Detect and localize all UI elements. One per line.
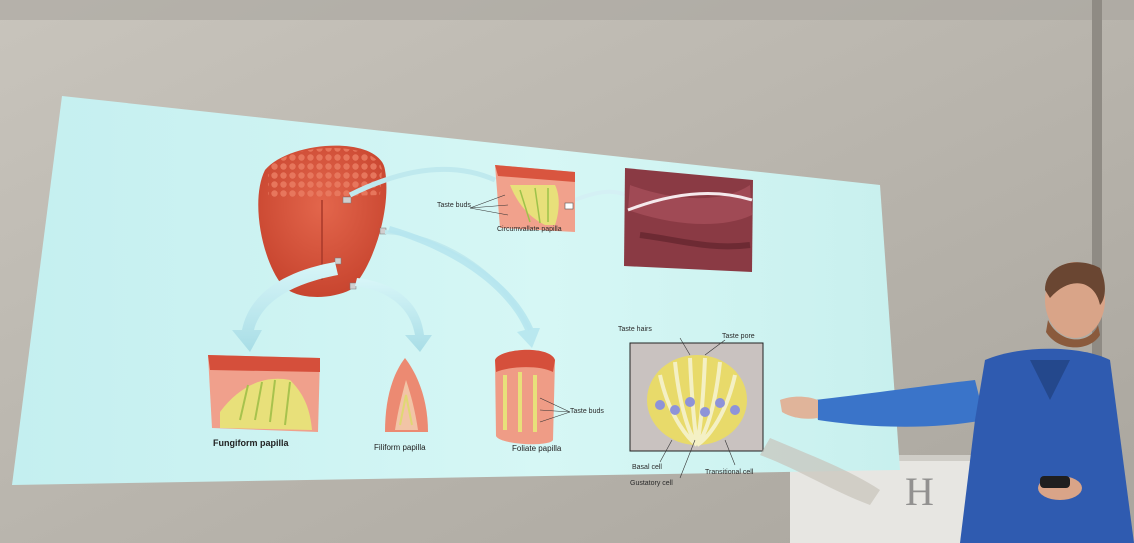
circumvallate-papilla-illustration — [495, 165, 575, 232]
label-taste-buds-top: Taste buds — [437, 202, 471, 209]
label-circumvallate-papilla: Circumvallate papilla — [497, 226, 562, 233]
label-taste-pore: Taste pore — [722, 333, 755, 340]
micrograph-image — [624, 168, 753, 272]
label-filiform-papilla: Filiform papilla — [374, 443, 426, 452]
label-foliate-papilla: Foliate papilla — [512, 444, 561, 453]
label-taste-buds-side: Taste buds — [570, 408, 604, 415]
taste-bud-detail-illustration — [630, 343, 763, 451]
label-fungiform-papilla: Fungiform papilla — [213, 438, 289, 448]
label-basal-cell: Basal cell — [632, 464, 662, 471]
label-taste-hairs: Taste hairs — [618, 326, 652, 333]
foliate-papilla-illustration — [495, 350, 555, 444]
whiteboard-marks: H — [905, 469, 934, 514]
label-gustatory-cell: Gustatory cell — [630, 480, 673, 487]
fungiform-papilla-illustration — [208, 355, 320, 432]
ceiling-shadow — [0, 0, 1134, 20]
label-transitional-cell: Transitional cell — [705, 469, 753, 476]
